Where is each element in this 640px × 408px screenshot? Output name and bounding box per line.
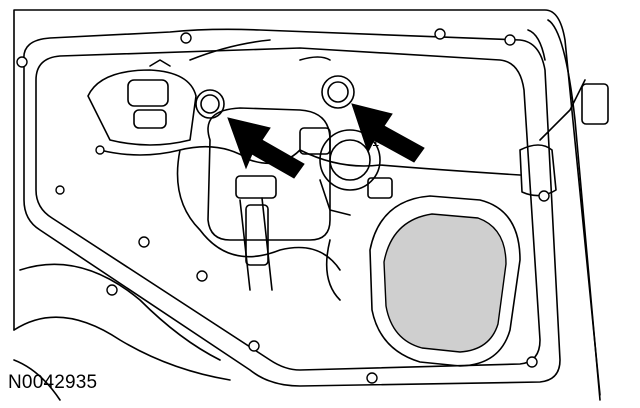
arrow-left [227, 117, 305, 179]
bolt [538, 190, 550, 202]
arrow-right [351, 103, 425, 163]
bolt [106, 284, 118, 296]
door-inner-frame [23, 28, 561, 387]
regulator-rail [239, 197, 273, 291]
bolt [95, 145, 105, 155]
speaker-housing [369, 195, 521, 367]
plug-hole-right [321, 75, 355, 109]
callout-1-right: 1 [372, 134, 379, 149]
bolt [138, 236, 150, 248]
bolt [434, 28, 446, 40]
bolt [55, 185, 65, 195]
latch-module [87, 59, 197, 146]
door-shell-outline [13, 9, 601, 396]
bolt [366, 372, 378, 384]
speaker-cone [383, 213, 507, 353]
bolt [180, 32, 192, 44]
figure-reference-code: N0042935 [8, 372, 98, 393]
door-inner-panel [35, 47, 541, 371]
plug-hole-left [195, 89, 225, 119]
bolt [526, 356, 538, 368]
window-motor [299, 127, 393, 216]
wire-grommet [519, 79, 609, 197]
bolt [248, 340, 260, 352]
access-opening [207, 107, 331, 241]
bolt [504, 34, 516, 46]
callout-1-left: 1 [268, 144, 275, 159]
bolt [16, 56, 28, 68]
bolt [196, 270, 208, 282]
